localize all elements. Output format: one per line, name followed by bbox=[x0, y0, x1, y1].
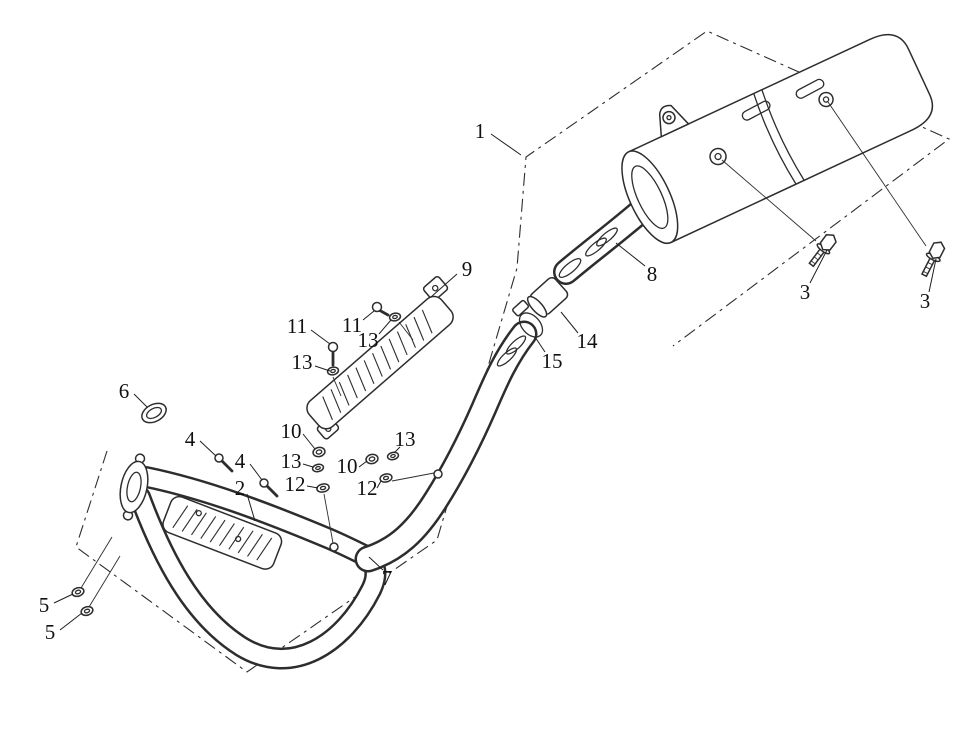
washer-part-13-upper-right bbox=[388, 312, 402, 322]
bolt-part-4-upper bbox=[214, 453, 234, 473]
callout-label-11-right: 11 bbox=[342, 313, 362, 337]
bolt-part-4-lower bbox=[259, 478, 279, 498]
callout-label-13-lower-right: 13 bbox=[395, 427, 416, 451]
callout-label-3-right: 3 bbox=[920, 289, 931, 313]
shield-boss-left bbox=[329, 542, 339, 552]
callout-label-13-upper-left: 13 bbox=[292, 350, 313, 374]
callout-label-10-right: 10 bbox=[337, 454, 358, 478]
nut-part-5-lower bbox=[80, 605, 94, 617]
washer-part-13-upper-left bbox=[326, 366, 340, 376]
callout-label-12-right: 12 bbox=[357, 476, 378, 500]
muffler-vent-slot bbox=[795, 78, 825, 99]
exhaust-flange bbox=[80, 453, 149, 608]
callout-label-6: 6 bbox=[119, 379, 130, 403]
screw-part-11-left bbox=[327, 341, 342, 397]
callout-label-1: 1 bbox=[475, 119, 486, 143]
callout-label-4-upper: 4 bbox=[185, 427, 196, 451]
callout-label-5-lower: 5 bbox=[45, 620, 56, 644]
heat-shield-part-9 bbox=[306, 276, 454, 440]
washer-part-13-lower-right bbox=[386, 451, 400, 461]
joint-sleeve-part-14 bbox=[526, 276, 569, 318]
grommet-part-10-left bbox=[312, 446, 326, 458]
stack-axis-left bbox=[323, 493, 334, 544]
main-pipe-part-7 bbox=[329, 320, 538, 573]
muffler-part-1 bbox=[621, 33, 934, 245]
gasket-part-6 bbox=[141, 402, 167, 424]
clamp-part-15 bbox=[512, 299, 544, 338]
header-pipes bbox=[129, 466, 387, 670]
screw-part-11-right bbox=[371, 301, 414, 341]
callout-label-3-left: 3 bbox=[800, 280, 811, 304]
nut-part-5-upper bbox=[71, 586, 85, 598]
callout-leaders bbox=[53, 133, 937, 631]
callout-label-2: 2 bbox=[235, 476, 246, 500]
callout-label-4-lower: 4 bbox=[235, 449, 246, 473]
callout-label-5-upper: 5 bbox=[39, 593, 50, 617]
heat-shield-part-2 bbox=[162, 495, 283, 570]
shield-boss-right bbox=[433, 469, 443, 479]
washer-part-13-lower-left bbox=[311, 463, 325, 473]
stack-axis-right bbox=[391, 472, 435, 482]
callout-label-9: 9 bbox=[462, 257, 473, 281]
callout-label-7: 7 bbox=[382, 566, 393, 590]
callout-label-14: 14 bbox=[577, 329, 599, 353]
callout-label-11-left: 11 bbox=[287, 314, 307, 338]
washer-part-12-right bbox=[379, 473, 393, 483]
washer-part-12-left bbox=[316, 483, 330, 493]
callout-label-10-left: 10 bbox=[281, 419, 302, 443]
muffler-mount-boss bbox=[818, 91, 834, 108]
muffler-vent-slot bbox=[741, 100, 771, 121]
grommet-part-10-right bbox=[365, 453, 379, 465]
callout-label-13-upper-right: 13 bbox=[358, 328, 379, 352]
callout-label-13-lower-left: 13 bbox=[281, 449, 302, 473]
callout-label-15: 15 bbox=[542, 349, 563, 373]
callout-label-8: 8 bbox=[647, 262, 658, 286]
mount-bolt-axes bbox=[721, 101, 927, 247]
callout-label-12-left: 12 bbox=[285, 472, 306, 496]
bolt-part-3-left bbox=[808, 234, 837, 268]
bolt-part-3-right bbox=[920, 241, 946, 278]
callout-labels: 1 9 11 13 11 13 3 3 8 14 15 6 4 4 2 10 1… bbox=[39, 119, 931, 644]
